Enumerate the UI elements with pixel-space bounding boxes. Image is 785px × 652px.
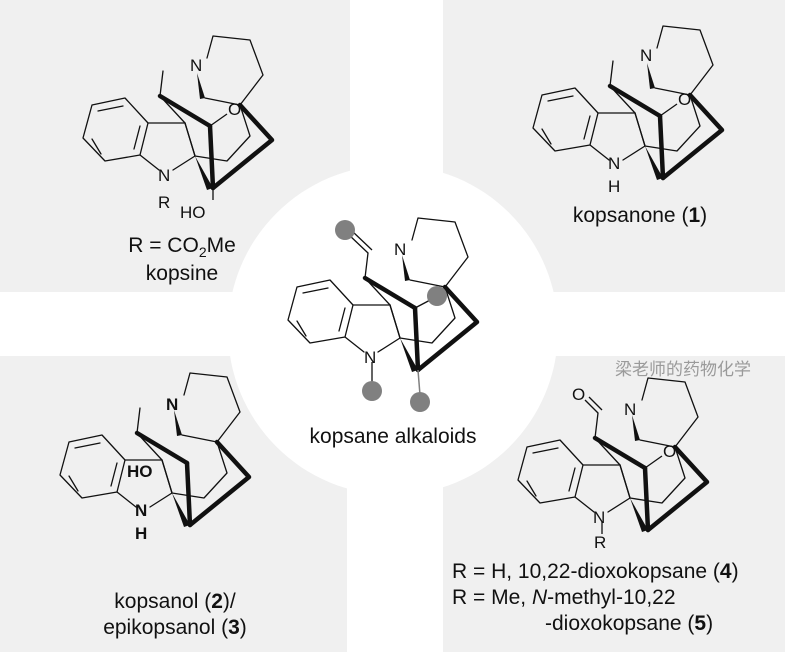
dioxo-label-1: R = H, 10,22-dioxokopsane (4): [452, 560, 739, 584]
atom-n-indole: N: [158, 166, 170, 185]
kopsine-r-label: R = CO2Me: [128, 234, 236, 264]
atom-ho: HO: [127, 462, 153, 481]
atom-n: N: [624, 400, 636, 419]
kopsane-structure: N N: [288, 218, 477, 412]
kopsanol-structure: N HO N H: [60, 373, 249, 543]
kopsine-structure: O N N R HO: [83, 36, 272, 222]
dioxokopsane-structure: O N O N R: [518, 378, 707, 552]
atom-n: N: [166, 395, 178, 414]
substituent-dot: [427, 286, 447, 306]
substituent-dot: [362, 381, 382, 401]
kopsanone-structure: O N N H: [533, 26, 722, 196]
atom-r: R: [594, 533, 606, 552]
atom-ho: HO: [180, 203, 206, 222]
compound-number: 3: [228, 616, 240, 639]
atom-n: N: [190, 56, 202, 75]
atom-h: H: [608, 177, 620, 196]
compound-number: 5: [694, 612, 707, 635]
substituent-dot: [335, 220, 355, 240]
italic-n: N: [531, 586, 548, 609]
dioxo-label-3: -dioxokopsane (5): [545, 612, 713, 636]
atom-o: O: [678, 90, 691, 109]
atom-n: N: [640, 46, 652, 65]
kopsanol-label-1: kopsanol (2)/: [114, 590, 235, 614]
atom-o-lactam: O: [572, 385, 585, 404]
center-title: kopsane alkaloids: [309, 425, 477, 448]
kopsanone-name: kopsanone (1): [573, 204, 707, 228]
kopsanol-label-2: epikopsanol (3): [103, 616, 247, 640]
text: R = H, 10,22-dioxokopsane (: [452, 560, 720, 583]
text: ): [239, 616, 247, 639]
subscript: 2: [198, 244, 207, 261]
dioxo-label-2: R = Me, N-methyl-10,22: [452, 586, 676, 610]
watermark: 梁老师的药物化学: [615, 360, 751, 379]
atom-o-ketone: O: [663, 442, 676, 461]
text: ): [731, 560, 739, 583]
r-tail: Me: [206, 234, 236, 257]
atom-n-indole: N: [364, 348, 376, 367]
compound-number: 4: [719, 560, 732, 583]
compound-number: 2: [211, 590, 223, 613]
name-text: kopsanone (: [572, 204, 689, 227]
atom-n-indole: N: [593, 508, 605, 527]
text: )/: [222, 590, 236, 613]
compound-number: 1: [688, 204, 701, 227]
text: R = Me,: [452, 586, 532, 609]
text: epikopsanol (: [103, 616, 229, 639]
atom-nh: N: [608, 154, 620, 173]
text: kopsanol (: [114, 590, 212, 613]
paren: ): [700, 204, 708, 227]
text: -methyl-10,22: [547, 586, 676, 609]
kopsine-name: kopsine: [145, 262, 219, 285]
substituent-dot: [410, 392, 430, 412]
r-text: R = CO: [128, 234, 199, 257]
atom-n: N: [394, 240, 406, 259]
atom-h: H: [135, 524, 147, 543]
atom-nh: N: [135, 501, 147, 520]
text: -dioxokopsane (: [545, 612, 695, 635]
text: ): [706, 612, 714, 635]
atom-o: O: [228, 100, 241, 119]
atom-r: R: [158, 193, 170, 212]
center-circle: [228, 165, 558, 495]
